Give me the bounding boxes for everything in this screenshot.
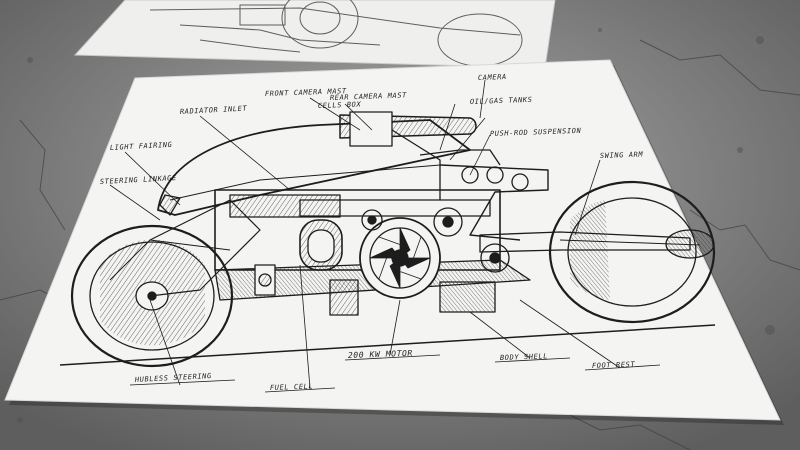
label-cells-box: CELLS BOX — [318, 100, 362, 110]
label-body-shell: BODY SHELL — [500, 352, 548, 362]
motorcycle-drawing — [59, 111, 716, 368]
ground-line — [59, 324, 716, 366]
label-front-camera-mast: FRONT CAMERA MAST — [265, 87, 347, 98]
motor — [359, 217, 441, 299]
callout-lines — [109, 79, 661, 393]
foot-rest — [439, 281, 496, 313]
label-oil-gas-tanks: OIL/GAS TANKS — [470, 96, 533, 106]
label-rear-camera-mast: REAR CAMERA MAST — [330, 91, 407, 102]
label-swing-arm: SWING ARM — [600, 150, 644, 160]
label-radiator-inlet: RADIATOR INLET — [180, 104, 248, 116]
steering-linkage — [149, 199, 261, 297]
label-motor: 200 KW MOTOR — [348, 349, 413, 360]
label-light-fairing: LIGHT FAIRING — [110, 141, 173, 152]
label-fuel-cell: FUEL CELL — [270, 382, 314, 392]
callout-labels: FRONT CAMERA MAST REAR CAMERA MAST CAMER… — [100, 73, 644, 392]
label-camera: CAMERA — [478, 73, 507, 82]
label-push-rod-suspension: PUSH-ROD SUSPENSION — [490, 127, 582, 138]
label-foot-rest: FOOT REST — [592, 360, 636, 370]
push-rod-suspension — [439, 164, 549, 241]
